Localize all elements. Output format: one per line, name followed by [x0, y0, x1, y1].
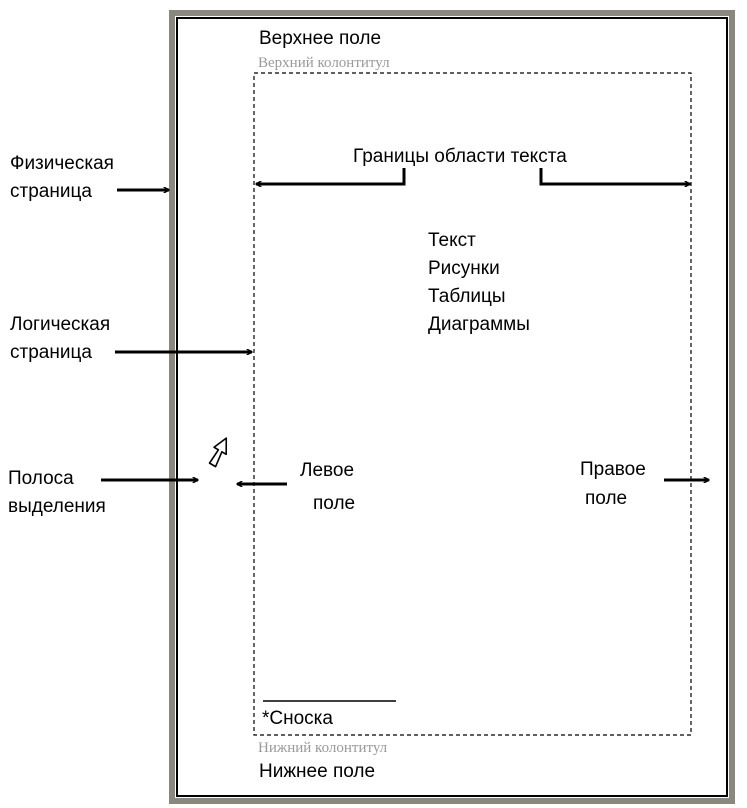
- text-bounds-left-arrow: [256, 168, 406, 184]
- right-margin-label-line2: поле: [585, 488, 627, 509]
- logical-page-label-line1: Логическая: [10, 314, 110, 335]
- selection-bar-label-line1: Полоса: [8, 468, 74, 489]
- physical-page-label-line2: страница: [10, 181, 92, 202]
- physical-page-inner-border: [176, 17, 728, 797]
- physical-page-label-line1: Физическая: [10, 153, 114, 174]
- content-item-images: Рисунки: [428, 258, 500, 279]
- footnote-label: *Сноска: [262, 708, 333, 729]
- bottom-margin-label: Нижнее поле: [259, 761, 375, 782]
- content-item-text: Текст: [428, 230, 476, 251]
- logical-page-label-line2: страница: [10, 342, 92, 363]
- right-margin-label-line1: Правое: [580, 459, 646, 480]
- physical-page-frame: [169, 10, 735, 804]
- logical-page-boundary: [253, 72, 692, 736]
- content-item-tables: Таблицы: [428, 286, 506, 307]
- header-label: Верхний колонтитул: [258, 55, 390, 71]
- text-bounds-right-arrow: [539, 168, 690, 184]
- left-margin-label-line1: Левое: [300, 460, 354, 481]
- top-margin-label: Верхнее поле: [259, 28, 381, 49]
- content-item-charts: Диаграммы: [428, 314, 530, 335]
- left-margin-label-line2: поле: [313, 493, 355, 514]
- footer-label: Нижний колонтитул: [258, 740, 388, 756]
- selection-bar-label-line2: выделения: [8, 496, 106, 517]
- text-bounds-label: Границы области текста: [353, 146, 567, 167]
- arrow-cursor-icon: [208, 437, 228, 468]
